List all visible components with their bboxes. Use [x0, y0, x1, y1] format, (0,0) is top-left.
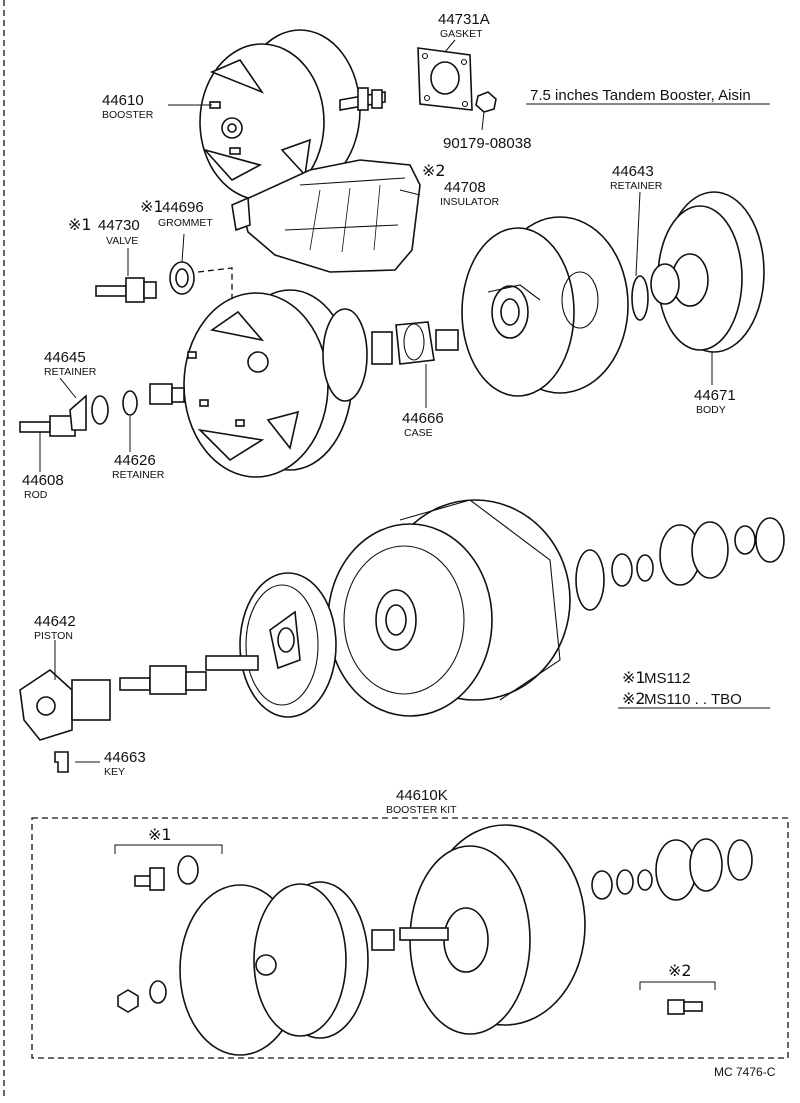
grommet-number: 44696 [162, 199, 204, 216]
footer-code: MC 7476-C [714, 1065, 776, 1079]
rod-number: 44608 [22, 472, 64, 489]
stem-drawing [149, 383, 185, 405]
insulator-mark: ※2 [422, 161, 446, 180]
kit-mark-right: ※2 [668, 961, 692, 980]
kit-housing-drawing [409, 824, 586, 1035]
retainer-mid-drawing [122, 390, 138, 416]
retainer-mid-number: 44626 [114, 452, 156, 469]
note-1-mark: ※1 [622, 668, 646, 687]
retainer-right-name: RETAINER [610, 180, 663, 192]
diagram-title: 7.5 inches Tandem Booster, Aisin [530, 87, 751, 104]
gasket-drawing [417, 47, 473, 111]
case-number: 44666 [402, 410, 444, 427]
housing-drawing [327, 499, 571, 717]
piston-name: PISTON [34, 630, 73, 642]
body-number: 44671 [694, 387, 736, 404]
piston-drawing [19, 668, 111, 741]
kit-bracket-right [639, 981, 716, 990]
kit-bracket-left [114, 844, 223, 854]
note-2-mark: ※2 [622, 689, 646, 708]
case-name: CASE [404, 427, 433, 439]
seal-set-drawing [575, 517, 785, 611]
key-drawing [54, 751, 69, 773]
kit-number: 44610K [396, 787, 448, 804]
booster-number: 44610 [102, 92, 144, 109]
kit-valve-drawing [134, 855, 199, 891]
valve-mark: ※1 [68, 215, 92, 234]
retainer-left-name: RETAINER [44, 366, 97, 378]
kit-shell-drawing [179, 881, 369, 1056]
note-1-text: MS112 [644, 670, 690, 687]
kit-seals-drawing [117, 838, 753, 1015]
grommet-mark: ※1 [140, 197, 164, 216]
nut-drawing [475, 91, 497, 113]
kit-mark-left: ※1 [148, 825, 172, 844]
retainer-mid-name: RETAINER [112, 469, 165, 481]
valve-drawing [95, 277, 157, 303]
insulator-number: 44708 [444, 179, 486, 196]
seal-drawing [91, 395, 109, 425]
o-ring-drawing [631, 275, 649, 321]
grommet-drawing [169, 261, 195, 295]
gasket-number: 44731A [438, 11, 490, 28]
rear-shell-drawing [183, 289, 353, 478]
note-2-text: MS110 . . TBO [644, 691, 742, 708]
kit-name: BOOSTER KIT [386, 804, 457, 816]
grommet-name: GROMMET [158, 217, 213, 229]
body-drawing [650, 191, 765, 353]
retainer-left-number: 44645 [44, 349, 86, 366]
piston-rod-drawing [119, 655, 259, 695]
insulator-name: INSULATOR [440, 196, 500, 208]
gasket-name: GASKET [440, 28, 483, 40]
valve-name: VALVE [106, 235, 138, 247]
piston-number: 44642 [34, 613, 76, 630]
body-name: BODY [696, 404, 726, 416]
insulator-drawing [231, 159, 421, 273]
booster-name: BOOSTER [102, 109, 154, 121]
valve-number: 44730 [98, 217, 140, 234]
rod-drawing [19, 415, 76, 437]
rod-name: ROD [24, 489, 48, 501]
case-drawing [371, 321, 459, 365]
plate-drawing [239, 572, 337, 718]
diaphragm-plate-drawing [322, 308, 368, 402]
booster-shell-drawing [199, 29, 386, 201]
retainer-left-drawing [69, 394, 87, 431]
key-number: 44663 [104, 749, 146, 766]
middle-shell-drawing [461, 216, 629, 397]
nut-number: 90179-08038 [443, 135, 531, 152]
key-name: KEY [104, 766, 125, 778]
booster-kit-box [31, 817, 789, 1059]
leader-lines [39, 39, 713, 763]
retainer-right-number: 44643 [612, 163, 654, 180]
